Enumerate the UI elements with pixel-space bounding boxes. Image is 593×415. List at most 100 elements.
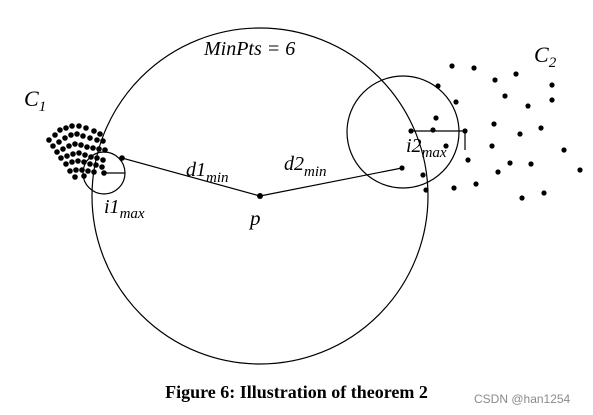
cluster-c1-point [79,167,85,173]
cluster-c1-point [80,133,86,139]
cluster-c1-point [76,123,82,129]
cluster-c2-point [495,169,501,175]
cluster-c1-point [94,155,100,161]
c2-circle [346,75,460,189]
cluster-c1-point [54,149,60,155]
cluster-c1-point [72,141,78,147]
cluster-c2-point [420,172,426,178]
cluster-c1-point [63,125,69,131]
cluster-c2-point [549,97,555,103]
watermark: CSDN @han1254 [474,392,571,406]
cluster-c1-point [91,169,97,175]
cluster-c2-point [451,185,457,191]
cluster-c2-point [538,125,544,131]
cluster-c2-point [399,165,405,171]
cluster-c2-point [492,77,498,83]
cluster-c1-point [91,128,97,134]
c1-label: C1 [24,86,46,115]
cluster-c2-point [433,115,439,121]
cluster-c1-point [68,132,74,138]
cluster-c1-point [99,164,105,170]
cluster-c1-point [63,161,69,167]
cluster-c2-point [549,82,555,88]
i1-label: i1max [104,196,145,222]
cluster-c2-point [443,143,449,149]
cluster-c2-point [519,195,525,201]
cluster-c2-point [491,121,497,127]
cluster-c1-point [56,139,62,145]
cluster-c1-point [78,142,84,148]
p-label: p [248,206,261,230]
cluster-c1-point [81,173,87,179]
figure-caption: Figure 6: Illustration of theorem 2 [165,382,428,402]
cluster-c1-point [102,147,108,153]
cluster-c1-point [84,144,90,150]
cluster-c2-point [449,63,455,69]
cluster-c1-point [72,174,78,180]
cluster-c1-point [119,155,125,161]
d2-line [259,167,403,197]
cluster-c1-point [94,137,100,143]
cluster-c2-point [577,167,583,173]
cluster-c1-point [69,159,75,165]
cluster-c2-point [430,127,436,133]
i2-label: i2max [406,135,447,161]
cluster-c2-point [502,93,508,99]
cluster-c2-point [465,157,471,163]
c2-label: C2 [534,42,557,71]
cluster-c1-point [85,168,91,174]
cluster-c1-point [70,151,76,157]
cluster-c2-point [489,143,495,149]
cluster-c1-point [60,146,66,152]
cluster-c1-point [88,154,94,160]
cluster-c2-point [513,71,519,77]
cluster-c2-point [435,83,441,89]
cluster-c1-point [82,152,88,158]
minpts-label: MinPts = 6 [203,38,295,60]
cluster-c1-point [74,131,80,137]
cluster-c1-point [57,127,63,133]
cluster-c1-point [52,132,58,138]
cluster-c1-point [90,145,96,151]
cluster-c1-point [83,125,89,131]
large-circle [91,27,429,365]
d2-label: d2min [284,153,327,180]
cluster-c1-point [66,143,72,149]
cluster-c2-point [408,128,414,134]
cluster-c2-point [561,147,567,153]
d1-label: d1min [186,159,229,186]
query-point-p [257,193,263,199]
cluster-c1-point [58,155,64,161]
cluster-c1-point [62,135,68,141]
cluster-c1-point [101,170,107,176]
cluster-c1-point [100,138,106,144]
cluster-c1-point [100,157,106,163]
cluster-c2-point [471,65,477,71]
d1-line [121,157,261,197]
cluster-c1-point [93,162,99,168]
cluster-c2-point [462,128,468,134]
cluster-c2-point [517,131,523,137]
cluster-c1-point [76,150,82,156]
cluster-c1-point [46,137,52,143]
cluster-c2-point [507,160,513,166]
theorem-diagram: MinPts = 6 C1 C2 d1min d2min i1max i2max… [24,27,583,365]
cluster-c1-point [64,153,70,159]
cluster-c2-point [541,190,547,196]
cluster-c2-point [423,187,429,193]
cluster-c1-point [87,135,93,141]
cluster-c2-point [528,161,534,167]
cluster-c1-point [97,131,103,137]
cluster-c2-point [453,99,459,105]
cluster-c1-point [73,167,79,173]
cluster-c2-point [473,181,479,187]
cluster-c1-point [75,158,81,164]
cluster-c1-point [81,159,87,165]
cluster-c2-point [525,103,531,109]
cluster-c1-point [69,123,75,129]
data-points [46,63,583,201]
cluster-c1-point [50,143,56,149]
cluster-c1-point [87,161,93,167]
cluster-c1-point [96,146,102,152]
